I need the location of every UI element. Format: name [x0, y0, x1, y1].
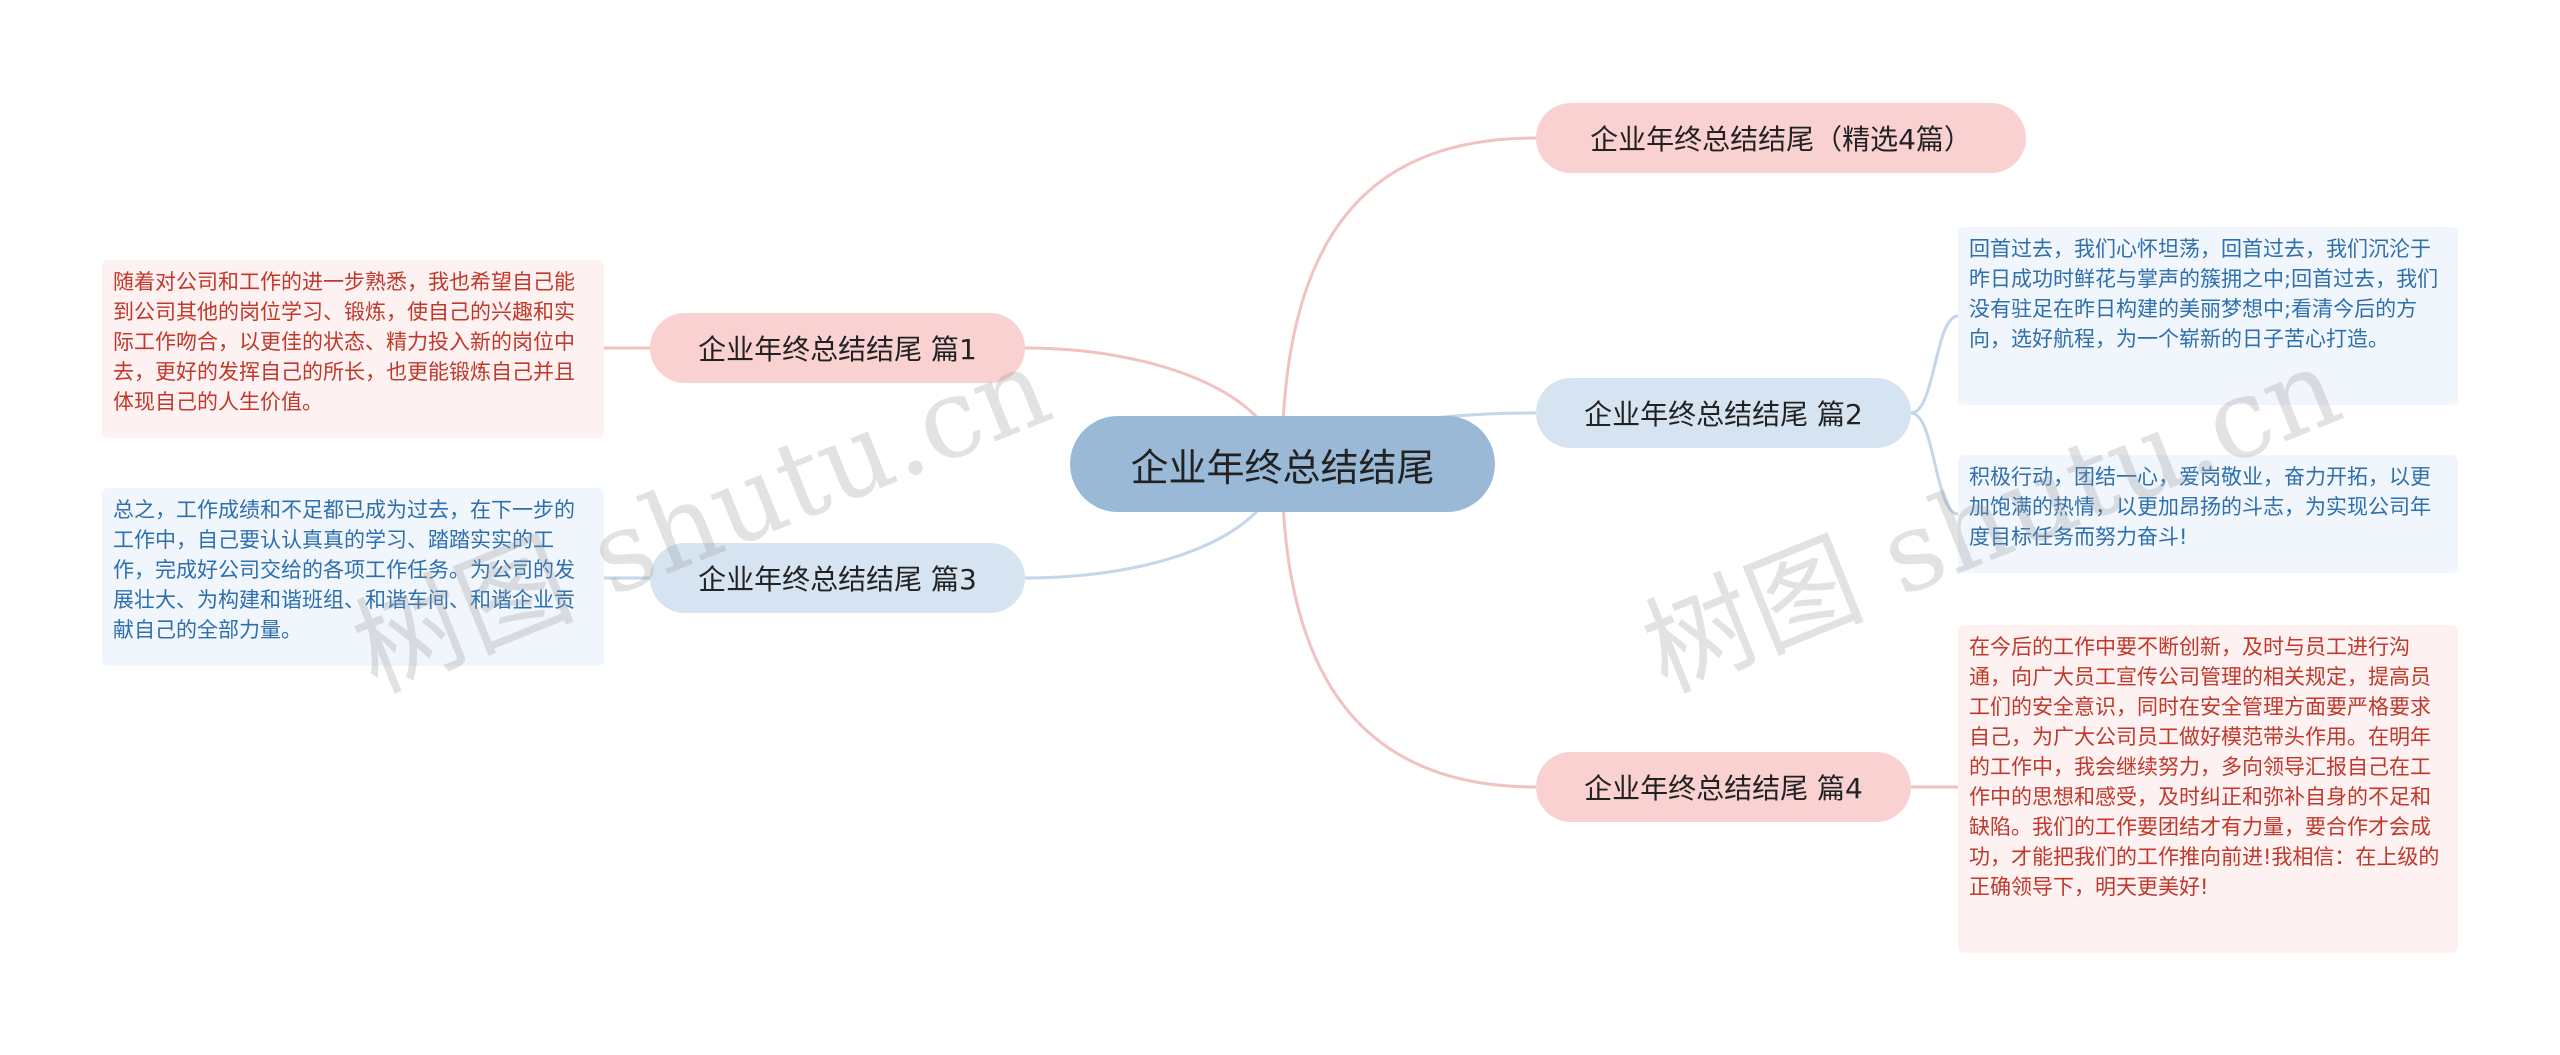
leaf-text-part2-a[interactable]: 回首过去，我们心怀坦荡，回首过去，我们沉沦于昨日成功时鲜花与掌声的簇拥之中;回首… — [1958, 227, 2458, 405]
branch-topic-overview[interactable]: 企业年终总结结尾（精选4篇） — [1536, 103, 2026, 173]
leaf-text-part4[interactable]: 在今后的工作中要不断创新，及时与员工进行沟通，向广大员工宣传公司管理的相关规定，… — [1958, 625, 2458, 953]
link-root-to-branch0 — [1280, 136, 1537, 465]
branch-topic-part1[interactable]: 企业年终总结结尾 篇1 — [650, 313, 1025, 383]
branch-topic-part2[interactable]: 企业年终总结结尾 篇2 — [1536, 378, 1911, 448]
leaf-text-part3[interactable]: 总之，工作成绩和不足都已成为过去，在下一步的工作中，自己要认认真真的学习、踏踏实… — [102, 488, 604, 666]
link-branch2-to-leaf-a — [1910, 314, 1959, 415]
leaf-text-part2-b[interactable]: 积极行动，团结一心，爱岗敬业，奋力开拓，以更加饱满的热情，以更加昂扬的斗志，为实… — [1958, 455, 2458, 573]
branch-topic-part4[interactable]: 企业年终总结结尾 篇4 — [1536, 752, 1911, 822]
link-branch2-to-leaf-b — [1910, 411, 1959, 516]
link-root-to-branch4 — [1280, 463, 1537, 789]
root-topic[interactable]: 企业年终总结结尾 — [1070, 416, 1495, 512]
branch-topic-part3[interactable]: 企业年终总结结尾 篇3 — [650, 543, 1025, 613]
leaf-text-part1[interactable]: 随着对公司和工作的进一步熟悉，我也希望自己能到公司其他的岗位学习、锻炼，使自己的… — [102, 260, 604, 438]
